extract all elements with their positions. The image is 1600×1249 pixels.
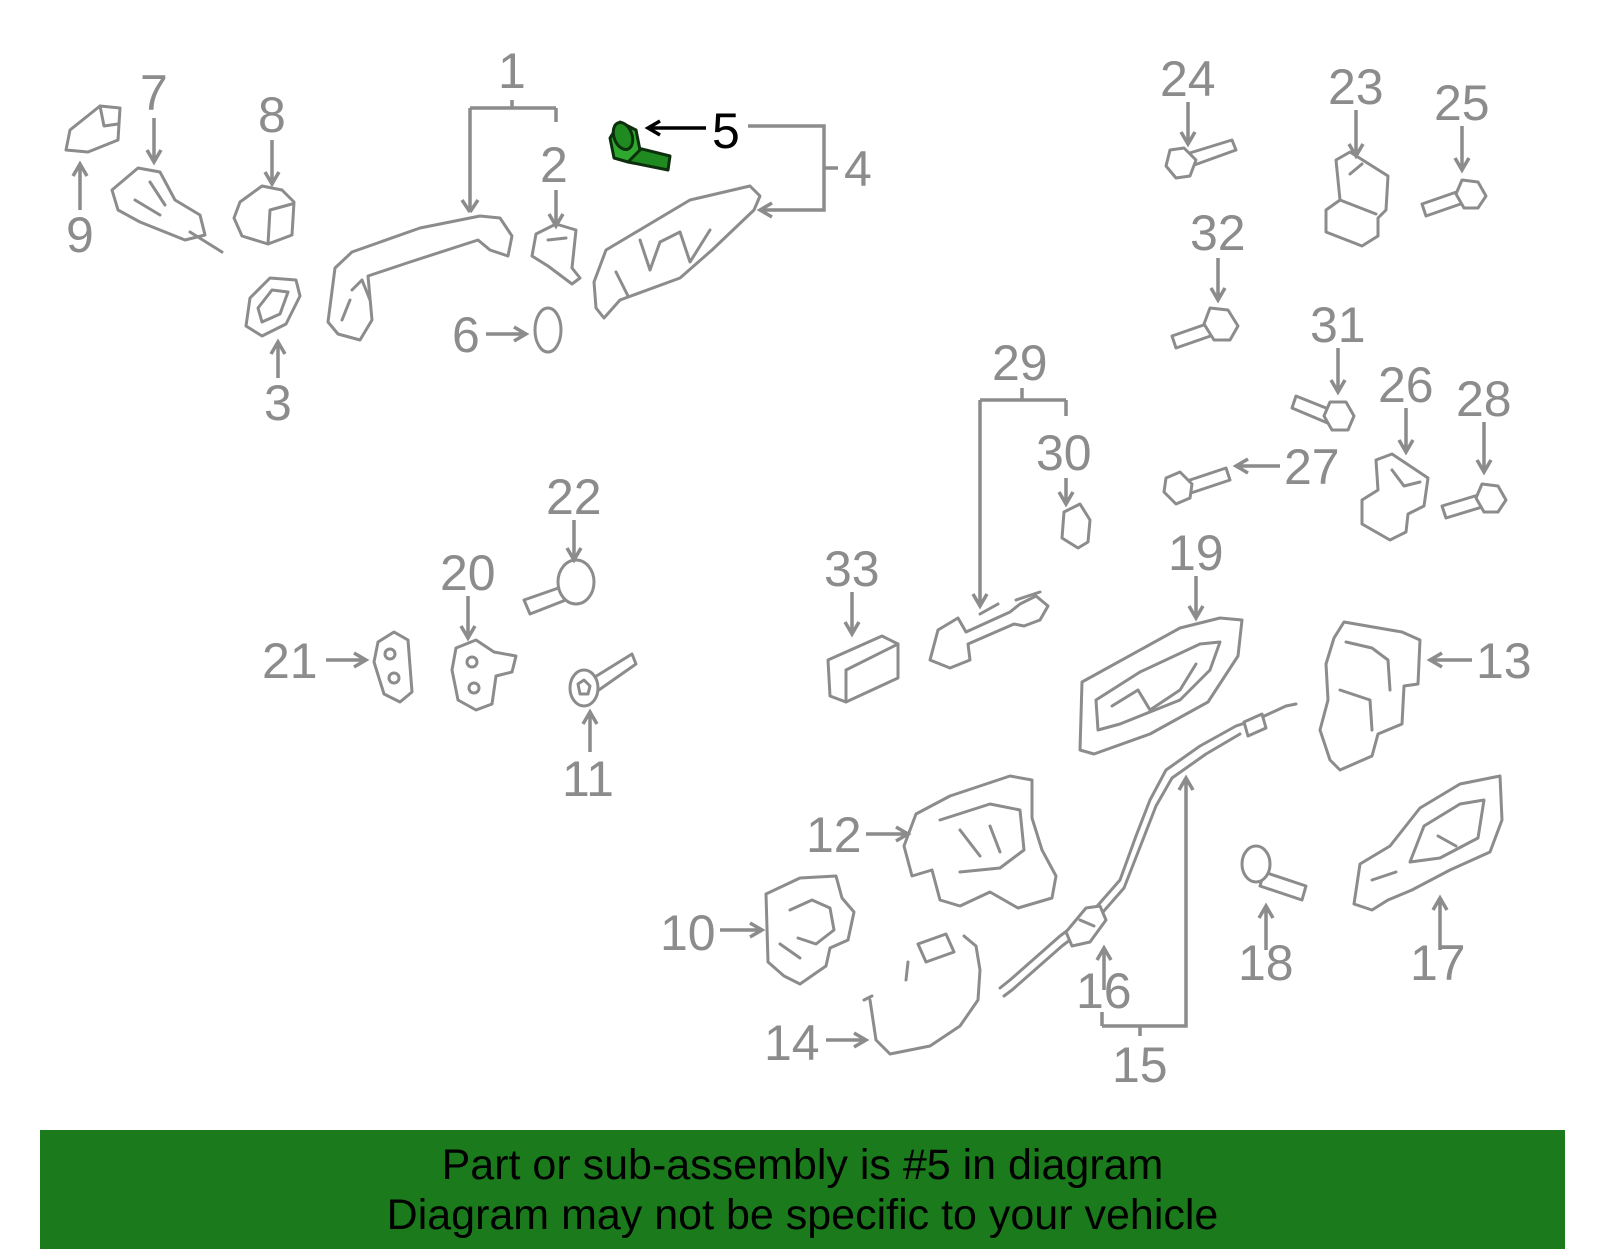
- callout-18: 18: [1238, 935, 1294, 991]
- part-13-actuator[interactable]: [1318, 620, 1422, 772]
- part-30-pad[interactable]: [1060, 502, 1092, 550]
- callout-3: 3: [264, 375, 292, 431]
- callout-11: 11: [562, 751, 614, 807]
- callout-24: 24: [1160, 51, 1216, 107]
- info-banner: Part or sub-assembly is #5 in diagram Di…: [40, 1130, 1565, 1249]
- banner-line-1: Part or sub-assembly is #5 in diagram: [441, 1140, 1164, 1189]
- part-10-latch-body[interactable]: [764, 874, 856, 986]
- callout-1: 1: [498, 43, 526, 99]
- leader-lines: [71, 100, 1493, 1049]
- callout-22: 22: [546, 469, 602, 525]
- part-2-clip[interactable]: [530, 222, 582, 286]
- callout-21: 21: [262, 633, 318, 689]
- callout-31: 31: [1310, 297, 1366, 353]
- callout-6: 6: [452, 307, 480, 363]
- part-27-bolt[interactable]: [1162, 466, 1232, 506]
- part-31-bolt[interactable]: [1290, 394, 1356, 432]
- part-6-o-ring[interactable]: [533, 306, 563, 354]
- callout-33: 33: [824, 541, 880, 597]
- callout-25: 25: [1434, 75, 1490, 131]
- callout-9: 9: [66, 207, 94, 263]
- callout-13: 13: [1476, 633, 1532, 689]
- part-21-shim[interactable]: [372, 630, 414, 704]
- part-11-screw[interactable]: [568, 652, 638, 708]
- callout-30: 30: [1036, 425, 1092, 481]
- part-28-bolt[interactable]: [1440, 482, 1508, 520]
- part-8-cylinder-cover[interactable]: [232, 184, 296, 246]
- callout-labels: 1 2 3 4 5 6 7 8 9 10 11 12 13 14 15 16 1…: [66, 43, 1532, 1093]
- part-20-striker[interactable]: [450, 638, 518, 712]
- callout-10: 10: [660, 905, 716, 961]
- callout-2: 2: [540, 137, 568, 193]
- callout-16: 16: [1076, 963, 1132, 1019]
- part-32-bolt[interactable]: [1170, 306, 1240, 350]
- callout-7: 7: [140, 65, 168, 121]
- part-16-clip[interactable]: [1064, 904, 1108, 948]
- part-12-latch[interactable]: [902, 774, 1058, 910]
- part-14-rod[interactable]: [862, 932, 982, 1056]
- callout-26: 26: [1378, 357, 1434, 413]
- callout-29: 29: [992, 335, 1048, 391]
- callout-19: 19: [1168, 525, 1224, 581]
- callout-20: 20: [440, 545, 496, 601]
- part-25-bolt[interactable]: [1420, 178, 1488, 218]
- part-33-pad[interactable]: [826, 634, 900, 704]
- callout-4: 4: [844, 141, 872, 197]
- callout-23: 23: [1328, 59, 1384, 115]
- part-18-bolt[interactable]: [1240, 844, 1308, 902]
- part-19-inside-handle[interactable]: [1078, 616, 1244, 756]
- banner-line-2: Diagram may not be specific to your vehi…: [386, 1190, 1219, 1239]
- callout-28: 28: [1456, 371, 1512, 427]
- part-7-lock-cylinder[interactable]: [110, 166, 224, 254]
- part-5-bolt-highlighted[interactable]: [608, 120, 672, 172]
- part-29-door-check[interactable]: [928, 590, 1050, 670]
- part-9-cap[interactable]: [64, 104, 122, 154]
- callout-32: 32: [1190, 205, 1246, 261]
- callout-17: 17: [1410, 935, 1466, 991]
- part-1-outside-handle[interactable]: [326, 214, 514, 342]
- part-17-inside-handle[interactable]: [1352, 774, 1504, 912]
- callout-5: 5: [712, 103, 740, 159]
- callout-12: 12: [806, 807, 862, 863]
- callout-15: 15: [1112, 1037, 1168, 1093]
- callout-14: 14: [764, 1015, 820, 1071]
- part-23-bracket[interactable]: [1324, 150, 1390, 248]
- part-4-handle-bracket[interactable]: [592, 184, 762, 320]
- part-24-bolt[interactable]: [1164, 138, 1238, 180]
- part-26-bracket[interactable]: [1360, 452, 1430, 542]
- callout-27: 27: [1284, 439, 1340, 495]
- part-22-bolt[interactable]: [522, 558, 596, 616]
- part-15-cable[interactable]: [998, 702, 1298, 998]
- part-3-gasket[interactable]: [244, 276, 302, 338]
- callout-8: 8: [258, 87, 286, 143]
